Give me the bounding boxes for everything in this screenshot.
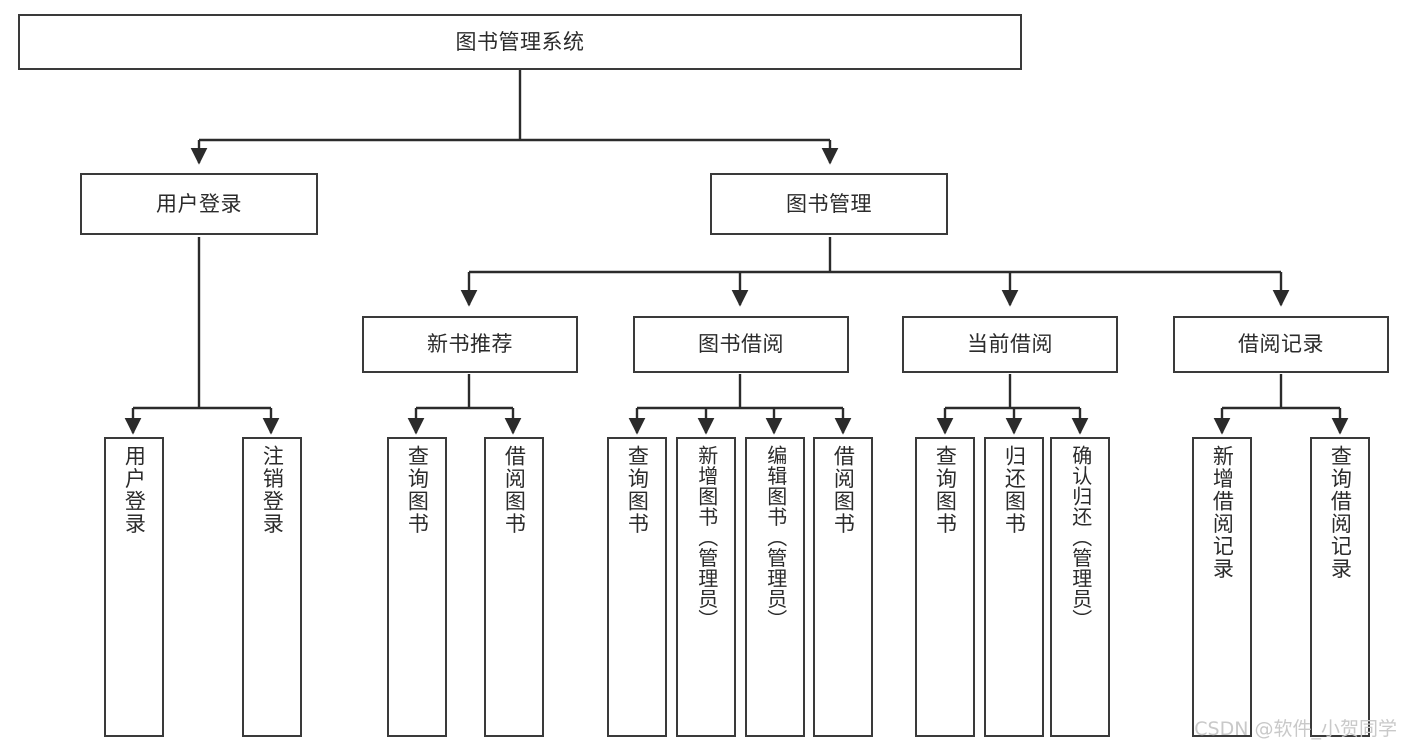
node-label: 图书管理 <box>786 191 872 216</box>
node-label: 当前借阅 <box>967 332 1053 357</box>
node-label: 借阅图书 <box>502 445 527 535</box>
leaf-book-borrow-add-book-admin[interactable]: 新增图书（管理员） <box>676 437 736 737</box>
node-label: 查询图书 <box>933 445 958 535</box>
node-label: 图书管理系统 <box>455 29 585 54</box>
node-book-management[interactable]: 图书管理 <box>710 173 948 235</box>
node-label: 借阅记录 <box>1238 332 1324 357</box>
node-label: 用户登录 <box>156 191 242 216</box>
leaf-book-borrow-edit-book-admin[interactable]: 编辑图书（管理员） <box>745 437 805 737</box>
leaf-new-book-borrow-books[interactable]: 借阅图书 <box>484 437 544 737</box>
node-label: 查询借阅记录 <box>1328 445 1353 580</box>
node-label: 归还图书 <box>1002 445 1027 535</box>
leaf-book-borrow-borrow-books[interactable]: 借阅图书 <box>813 437 873 737</box>
node-user-login[interactable]: 用户登录 <box>80 173 318 235</box>
leaf-new-book-query-books[interactable]: 查询图书 <box>387 437 447 737</box>
leaf-borrow-record-add-record[interactable]: 新增借阅记录 <box>1192 437 1252 737</box>
leaf-current-borrow-confirm-return-admin[interactable]: 确认归还（管理员） <box>1050 437 1110 737</box>
node-label: 编辑图书（管理员） <box>763 445 788 630</box>
leaf-borrow-record-query-record[interactable]: 查询借阅记录 <box>1310 437 1370 737</box>
node-current-borrow[interactable]: 当前借阅 <box>902 316 1118 373</box>
node-label: 注销登录 <box>260 445 285 535</box>
node-label: 新增图书（管理员） <box>694 445 719 630</box>
node-label: 查询图书 <box>625 445 650 535</box>
leaf-current-borrow-return-books[interactable]: 归还图书 <box>984 437 1044 737</box>
node-root-book-management-system[interactable]: 图书管理系统 <box>18 14 1022 70</box>
node-new-book-recommend[interactable]: 新书推荐 <box>362 316 578 373</box>
node-label: 用户登录 <box>122 445 147 535</box>
csdn-watermark: CSDN @软件_小贺同学 <box>1194 718 1397 740</box>
leaf-user-login-logout[interactable]: 注销登录 <box>242 437 302 737</box>
node-book-borrow[interactable]: 图书借阅 <box>633 316 849 373</box>
node-label: 新增借阅记录 <box>1210 445 1235 580</box>
node-label: 查询图书 <box>405 445 430 535</box>
leaf-user-login-login[interactable]: 用户登录 <box>104 437 164 737</box>
node-label: 图书借阅 <box>698 332 784 357</box>
leaf-current-borrow-query-books[interactable]: 查询图书 <box>915 437 975 737</box>
node-borrow-record[interactable]: 借阅记录 <box>1173 316 1389 373</box>
node-label: 借阅图书 <box>831 445 856 535</box>
leaf-book-borrow-query-books[interactable]: 查询图书 <box>607 437 667 737</box>
node-label: 确认归还（管理员） <box>1068 445 1093 630</box>
node-label: 新书推荐 <box>427 332 513 357</box>
